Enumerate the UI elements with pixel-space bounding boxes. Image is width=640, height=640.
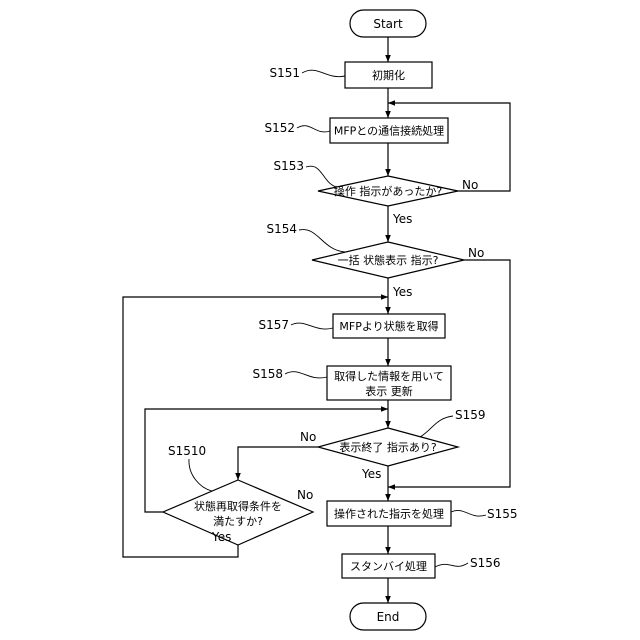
step-s157-label: S157 — [258, 318, 289, 332]
decision-s1510-yes-label: Yes — [211, 530, 231, 544]
decision-s153-yes-label: Yes — [392, 212, 412, 226]
decision-s153-text: 操作 指示があったか? — [334, 184, 442, 198]
step-s152: MFPとの通信接続処理 S152 — [264, 118, 448, 143]
decision-s159-leader — [420, 416, 453, 437]
step-s157: MFPより状態を取得 S157 — [258, 314, 445, 338]
decision-s1510-text-line-1: 状態再取得条件を — [194, 499, 282, 513]
decision-s154-yes-label: Yes — [392, 285, 412, 299]
end-label: End — [377, 610, 400, 624]
step-s156-label: S156 — [470, 556, 501, 570]
decision-s1510-label: S1510 — [168, 444, 206, 458]
decision-s159-label: S159 — [455, 408, 486, 422]
step-s151-leader — [302, 70, 345, 76]
decision-s153-leader — [306, 166, 336, 187]
step-s151: 初期化 S151 — [269, 62, 432, 88]
step-s152-text: MFPとの通信接続処理 — [334, 124, 444, 138]
start-label: Start — [373, 17, 403, 31]
step-s152-leader — [297, 126, 330, 132]
step-s158-text-line-1: 取得した情報を用いて — [334, 370, 444, 383]
step-s155-label: S155 — [487, 507, 518, 521]
step-s156: スタンバイ処理 S156 — [342, 554, 501, 578]
decision-s154-no-label: No — [468, 246, 484, 260]
decision-s159-text: 表示終了 指示あり? — [339, 440, 436, 454]
step-s157-leader — [291, 323, 333, 329]
decision-s159: 表示終了 指示あり? S159 No Yes — [300, 408, 486, 481]
decision-s159-no-label: No — [300, 430, 316, 444]
decision-s154-text: 一括 状態表示 指示? — [338, 253, 439, 267]
decision-s153: 操作 指示があったか? S153 No Yes — [273, 159, 478, 226]
decision-s1510-no-label: No — [297, 488, 313, 502]
decision-s153-no-label: No — [462, 178, 478, 192]
decision-s159-yes-label: Yes — [361, 467, 381, 481]
decision-s153-label: S153 — [273, 159, 304, 173]
step-s158: 取得した情報を用いて 表示 更新 S158 — [252, 366, 451, 400]
step-s156-text: スタンバイ処理 — [350, 560, 427, 573]
step-s158-text-line-2: 表示 更新 — [365, 384, 413, 398]
step-s155-leader — [451, 510, 486, 516]
step-s152-label: S152 — [264, 121, 295, 135]
decision-s1510-leader — [189, 459, 212, 491]
step-s151-text: 初期化 — [372, 68, 405, 82]
decision-s1510-text-line-2: 満たすか? — [213, 515, 263, 528]
step-s155-text: 操作された指示を処理 — [334, 507, 444, 521]
step-s158-label: S158 — [252, 367, 283, 381]
step-s158-leader — [285, 372, 327, 378]
step-s156-leader — [435, 563, 468, 567]
connector-s159-no-to-s1510 — [238, 447, 318, 480]
decision-s154-label: S154 — [266, 222, 297, 236]
decision-s154-leader — [299, 230, 345, 252]
step-s157-text: MFPより状態を取得 — [339, 319, 438, 333]
start-terminal: Start — [350, 10, 426, 37]
end-terminal: End — [350, 603, 426, 630]
step-s151-label: S151 — [269, 66, 300, 80]
decision-s154: 一括 状態表示 指示? S154 No Yes — [266, 222, 484, 299]
step-s155: 操作された指示を処理 S155 — [327, 501, 518, 526]
connector-s153-no-loop — [388, 103, 510, 191]
